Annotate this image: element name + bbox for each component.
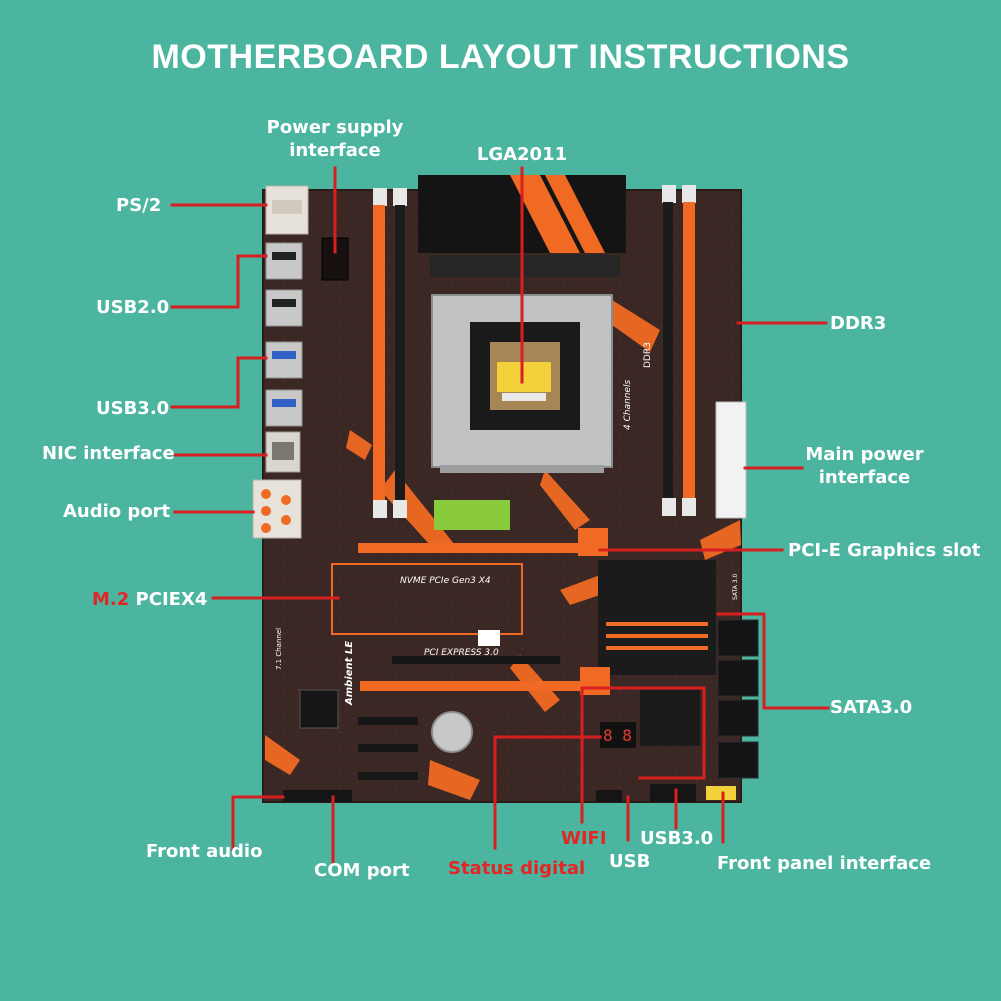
rear-io bbox=[252, 185, 309, 539]
cmos-battery bbox=[431, 711, 473, 753]
audio-jack-block bbox=[252, 479, 302, 539]
usb3-port-2 bbox=[265, 389, 303, 427]
board-print-channel-71: 7.1 Channel bbox=[275, 628, 283, 670]
label-status-digital: Status digital bbox=[448, 858, 586, 879]
green-heatsink bbox=[434, 500, 510, 530]
label-ddr3: DDR3 bbox=[830, 313, 887, 334]
board-print-pci-express: PCI EXPRESS 3.0 bbox=[424, 648, 499, 658]
label-lga2011: LGA2011 bbox=[476, 144, 568, 165]
board-print-debug-digits: 8 8 bbox=[603, 726, 632, 745]
label-usb: USB bbox=[609, 851, 651, 872]
front-audio-header bbox=[283, 790, 323, 802]
label-m2-suffix: PCIEX4 bbox=[129, 589, 208, 610]
callout-line-usb20 bbox=[170, 254, 268, 309]
callout-lines bbox=[170, 166, 830, 864]
label-usb30-rear: USB3.0 bbox=[96, 398, 170, 419]
label-wifi: WIFI bbox=[561, 828, 607, 849]
callout-line-usb30 bbox=[170, 356, 268, 409]
usb3-port-1 bbox=[265, 341, 303, 379]
callout-line-status bbox=[493, 735, 602, 850]
pcie-slot-bottom bbox=[360, 667, 610, 695]
board-print-ddr3: DDR3 bbox=[643, 342, 653, 368]
left-dimm-slots bbox=[373, 188, 407, 518]
front-panel-header bbox=[706, 786, 736, 800]
label-ps2: PS/2 bbox=[116, 195, 162, 216]
label-front-audio: Front audio bbox=[146, 841, 263, 862]
label-usb30-front: USB3.0 bbox=[640, 828, 714, 849]
label-com-port: COM port bbox=[314, 860, 410, 881]
label-front-panel-interface: Front panel interface bbox=[717, 853, 932, 874]
audio-codec-chip bbox=[299, 689, 339, 729]
usb2-port-1 bbox=[265, 242, 303, 280]
com-port-header bbox=[322, 790, 352, 802]
chipset-heatsink bbox=[598, 560, 716, 675]
status-display bbox=[600, 722, 636, 748]
right-dimm-slots bbox=[662, 185, 696, 516]
label-m2-pciex4: M.2 PCIEX4 bbox=[92, 588, 207, 611]
label-power-supply-interface: Power supply interface bbox=[266, 117, 404, 161]
pcie-x1-slot bbox=[392, 656, 560, 664]
label-main-power-interface: Main power interface bbox=[805, 444, 924, 488]
callout-line-front-audio bbox=[231, 795, 285, 852]
label-nic-interface: NIC interface bbox=[42, 443, 175, 464]
usb-header bbox=[596, 790, 622, 802]
label-m2-prefix: M.2 bbox=[92, 589, 130, 610]
page-title: MOTHERBOARD LAYOUT INSTRUCTIONS bbox=[151, 38, 850, 76]
board-print-nvme: NVME PCIe Gen3 X4 bbox=[400, 576, 491, 586]
label-usb20: USB2.0 bbox=[96, 297, 170, 318]
board-print-sata: SATA 3.0 bbox=[732, 574, 739, 600]
board-print-channels: 4 Channels bbox=[623, 379, 633, 430]
callout-line-sata bbox=[716, 612, 830, 710]
label-sata30: SATA3.0 bbox=[830, 697, 913, 718]
board-print-ambient: Ambient LE bbox=[344, 641, 355, 706]
main-power-connector bbox=[715, 401, 747, 519]
callout-line-wifi bbox=[580, 686, 706, 824]
usb2-port-2 bbox=[265, 289, 303, 327]
wifi-chip bbox=[640, 690, 700, 746]
label-audio-port: Audio port bbox=[63, 501, 171, 522]
sata-ports bbox=[717, 619, 759, 779]
usb3-front-header bbox=[650, 784, 696, 802]
label-pcie-graphics-slot: PCI-E Graphics slot bbox=[788, 540, 981, 561]
